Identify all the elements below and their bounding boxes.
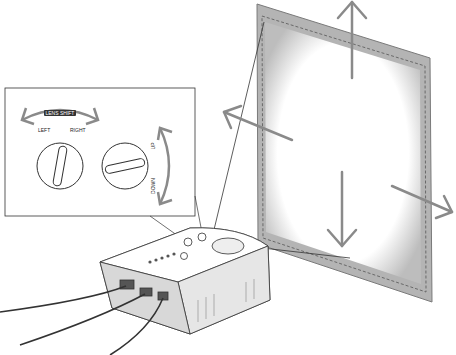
direction-label: UP [150,143,156,150]
control-label: LENS SHIFT [44,110,77,116]
inset-callout [5,88,203,243]
direction-label: DOWN [150,178,156,194]
cables [0,286,163,355]
direction-label: LEFT [38,127,50,133]
direction-label: RIGHT [70,127,86,133]
projection-lines [212,22,350,258]
shift-arrows [224,2,452,246]
projector [100,228,270,334]
